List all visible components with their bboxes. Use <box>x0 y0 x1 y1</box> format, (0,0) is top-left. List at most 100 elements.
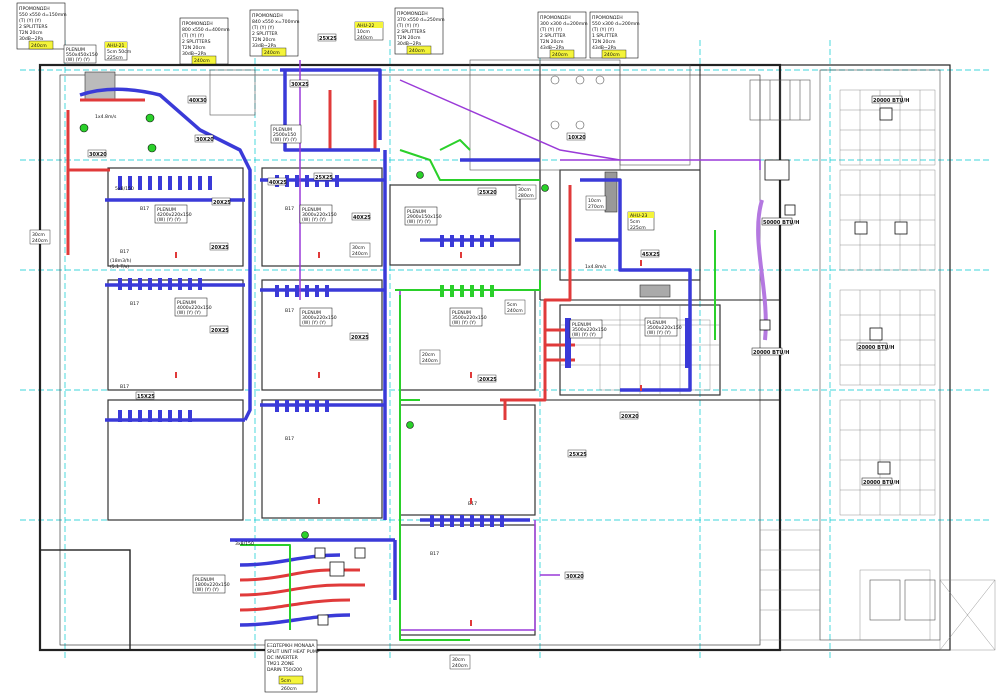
duct-tag-text: 40X30 <box>189 98 207 104</box>
duct-tag-text: 20X25 <box>211 328 229 334</box>
plenum-spec: (W) (Y) (Y) <box>302 217 326 223</box>
legend-line: TM21 ZONE <box>266 661 294 667</box>
note-line: T2N 20cm <box>396 35 421 41</box>
dim-a: 5cm <box>507 302 517 308</box>
note-line: 30dB~2Pa <box>397 41 421 47</box>
duct-tag-text: 45X25 <box>642 252 660 258</box>
ahu-l1: 10cm <box>357 29 370 35</box>
plenum-size: 3500x220x150 <box>452 315 487 321</box>
plenum-size: 3000x220x150 <box>302 315 337 321</box>
legend-line: DC INVERTER <box>267 655 299 661</box>
note-line: 1 SPLITTER <box>592 33 618 39</box>
dim-b: 240cm <box>422 358 438 364</box>
duct-tag-text: 25X25 <box>319 36 337 42</box>
note-line: ΠΡΟΜΟΝΩΣΗ <box>397 11 428 17</box>
note-line: 30dB~2Pa <box>182 51 206 57</box>
duct-tag: 45X25 <box>640 249 660 258</box>
outdoor-unit-label: 20000 BTU/H <box>753 350 789 356</box>
note-line: ΠΡΟΜΟΝΩΣΗ <box>540 15 571 21</box>
outdoor-unit: 20000 BTU/H <box>861 477 899 486</box>
duct-tag: 30X20 <box>194 134 214 143</box>
note-box: ΠΡΟΜΟΝΩΣΗ 840 x550 x=700mm (T) (Y) (Y) 2… <box>249 9 300 57</box>
duct-tag: 20X25 <box>209 325 229 334</box>
note-line: 30dB~2Pa <box>19 36 43 42</box>
note-line: 840 x550 x=700mm <box>252 19 300 25</box>
outdoor-unit-label: 20000 BTU/H <box>863 480 899 486</box>
note-line: ΠΡΟΜΟΝΩΣΗ <box>182 21 213 27</box>
outdoor-unit: 20000 BTU/H <box>871 95 909 104</box>
note-line: 370 x550 d=250mm <box>397 17 445 23</box>
legend-line: DARIN T50/200 <box>267 667 302 673</box>
room-code: B17 <box>285 308 294 314</box>
ahu-tags: AHU-21 5cm 50cm 225cm AHU-22 10cm 240cm … <box>104 21 655 231</box>
ahu-tag: AHU-22 10cm 240cm <box>354 21 384 41</box>
note-line: T2N 20cm <box>181 45 206 51</box>
note-line: (T) (Y) (Y) <box>182 33 204 39</box>
note-line: 550 x550 d=150mm <box>19 12 67 18</box>
plenum-title: PLENUM <box>572 322 591 328</box>
plenum-spec: (W) (Y) (Y) <box>647 330 671 336</box>
plenum-spec: (W) (Y) (Y) <box>157 217 181 223</box>
dim-b: 240cm <box>32 238 48 244</box>
note-line: 2 SPLITTERS <box>397 29 426 35</box>
plenum-title: PLENUM <box>452 310 471 316</box>
duct-tag: 40X25 <box>351 212 371 221</box>
note-line: 550 x300 d=200mm <box>592 21 640 27</box>
note-line: ΠΡΟΜΟΝΩΣΗ <box>19 6 50 12</box>
plenum-spec: (W) (Y) (Y) <box>302 320 326 326</box>
legend-outdoor-unit: ΕΞΩΤΕΡΙΚΗ ΜΟΝΑΔΑ SPLIT UNIT HEAT PUMP DC… <box>264 639 320 693</box>
flow-label: 3x8/150 <box>235 541 254 547</box>
note-line: 2 SPLITTER <box>540 33 566 39</box>
note-line: T2N 20cm <box>18 30 43 36</box>
dim-b: 240cm <box>352 251 368 257</box>
stair-hatch <box>84 71 671 298</box>
ahu-tag: AHU-21 5cm 50cm 225cm <box>104 41 132 61</box>
duct-tag: 40X30 <box>187 95 207 104</box>
duct-tag-text: 20X25 <box>351 335 369 341</box>
note-line: T2N 20cm <box>539 39 564 45</box>
room-code: B17 <box>120 249 129 255</box>
note-line: ΠΡΟΜΟΝΩΣΗ <box>592 15 623 21</box>
note-line: T2N 20cm <box>251 37 276 43</box>
duct-size-tags: 40X30 30X20 25X25 30X25 20X25 40X25 20X2… <box>87 33 660 580</box>
note-box: ΠΡΟΜΟΝΩΣΗ 300 x300 d=200mm (T) (Y) (Y) 2… <box>537 11 588 59</box>
duct-tag: 20X25 <box>477 374 497 383</box>
duct-tag: 20X25 <box>209 242 229 251</box>
plenum-size: 2500x150 <box>273 132 296 138</box>
ahu-l2: 225cm <box>107 55 123 61</box>
dim-a: 30cm <box>352 245 365 251</box>
room-code: B17 <box>130 301 139 307</box>
note-box-value: 240cm <box>409 48 425 54</box>
duct-tag: 30X20 <box>87 149 107 158</box>
note-line: 2 SPLITTERS <box>19 24 48 30</box>
plenum-title: PLENUM <box>647 320 666 326</box>
ahu-title: AHU-21 <box>107 43 125 49</box>
note-line: (T) (Y) (Y) <box>19 18 41 24</box>
outdoor-unit: 20000 BTU/H <box>856 342 894 351</box>
note-box-value: 240cm <box>194 58 210 64</box>
note-box: ΠΡΟΜΟΝΩΣΗ 550 x300 d=200mm (T) (Y) (Y) 1… <box>589 11 640 59</box>
note-line: (T) (Y) (Y) <box>397 23 419 29</box>
ahu-tag: AHU-23 5cm 225cm <box>627 211 655 231</box>
duct-tag-text: 20X25 <box>211 245 229 251</box>
plenum-size: 3000x220x150 <box>302 212 337 218</box>
duct-tag: 10X20 <box>566 132 586 141</box>
plenum-size: 3500x220x150 <box>647 325 682 331</box>
ahu-l1: 5cm <box>630 219 640 225</box>
note-box-value: 240cm <box>264 50 280 56</box>
note-line: 33dB~2Pa <box>252 43 276 49</box>
plenum-spec: (W) (Y) (Y) <box>66 57 90 63</box>
flow-arrows <box>175 252 642 626</box>
dim-a: 30cm <box>518 187 531 193</box>
duct-tag: 20X25 <box>211 197 231 206</box>
sensor-markers <box>79 113 549 539</box>
